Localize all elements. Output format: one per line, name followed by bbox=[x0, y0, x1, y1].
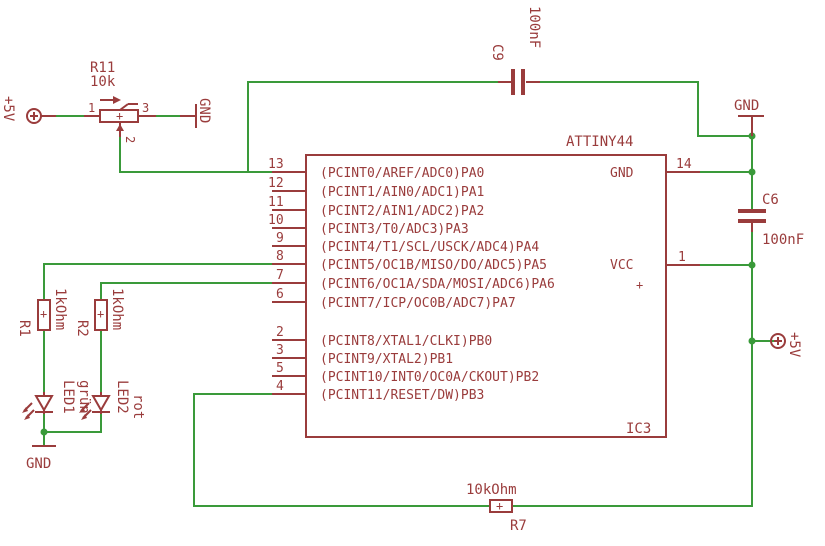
led1-diode: grün LED1 bbox=[22, 380, 92, 420]
svg-text:+: + bbox=[40, 307, 47, 321]
pin-name: (PCINT4/T1/SCL/USCK/ADC4)PA4 bbox=[320, 240, 539, 255]
r11-pin2: 2 bbox=[123, 136, 137, 143]
pin-name: (PCINT9/XTAL2)PB1 bbox=[320, 352, 453, 367]
gnd-symbol-top: GND bbox=[180, 98, 212, 128]
c9-value: 100nF bbox=[526, 6, 542, 48]
pin-number: 8 bbox=[276, 249, 284, 264]
supply-5v-right: +5V bbox=[770, 332, 802, 358]
ic-ref: IC3 bbox=[626, 421, 651, 437]
pin-number: 3 bbox=[276, 343, 284, 358]
pin-name: GND bbox=[610, 166, 634, 181]
pin-number: 4 bbox=[276, 379, 284, 394]
pin-name: (PCINT0/AREF/ADC0)PA0 bbox=[320, 166, 484, 181]
led2-ref: LED2 bbox=[114, 380, 130, 414]
c9-ref: C9 bbox=[489, 44, 505, 61]
svg-text:+: + bbox=[496, 499, 503, 513]
resistor-r1: + 1kOhm R1 bbox=[16, 288, 68, 337]
vcc-left-label: +5V bbox=[0, 96, 16, 122]
resistor-r7: + 10kOhm R7 bbox=[466, 482, 527, 534]
r11-pin1: 1 bbox=[88, 101, 95, 115]
c6-ref: C6 bbox=[762, 192, 779, 208]
pin-name: (PCINT6/OC1A/SDA/MOSI/ADC6)PA6 bbox=[320, 277, 555, 292]
supply-5v-left: +5V bbox=[0, 96, 56, 124]
pin-name: (PCINT10/INT0/OC0A/CKOUT)PB2 bbox=[320, 370, 539, 385]
pin-number: 7 bbox=[276, 268, 284, 283]
gnd-right-label: GND bbox=[734, 98, 759, 114]
pin-number: 9 bbox=[276, 231, 284, 246]
r2-ref: R2 bbox=[74, 320, 90, 337]
c6-value: 100nF bbox=[762, 232, 804, 248]
r11-pin3: 3 bbox=[142, 101, 149, 115]
led2-color: rot bbox=[130, 394, 146, 419]
led2-diode: rot LED2 bbox=[79, 380, 146, 420]
r1-value: 1kOhm bbox=[52, 288, 68, 330]
resistor-r2: + 1kOhm R2 bbox=[74, 288, 125, 337]
pin-number: 14 bbox=[676, 157, 692, 172]
pin-name: VCC bbox=[610, 258, 633, 273]
pin-name: (PCINT7/ICP/OC0B/ADC7)PA7 bbox=[320, 296, 516, 311]
gnd-bottom-label: GND bbox=[26, 456, 51, 472]
pin-name: (PCINT8/XTAL1/CLKI)PB0 bbox=[320, 334, 492, 349]
gnd-symbol-bottom: GND bbox=[26, 445, 56, 472]
capacitor-c9: C9 100nF bbox=[489, 6, 542, 95]
svg-text:+: + bbox=[116, 109, 123, 123]
gnd-symbol-right: GND bbox=[734, 98, 764, 136]
junctions bbox=[40, 132, 756, 436]
r11-ref: R11 bbox=[90, 60, 115, 76]
led1-ref: LED1 bbox=[60, 380, 76, 414]
pin-number: 11 bbox=[268, 195, 284, 210]
pin-name: (PCINT2/AIN1/ADC2)PA2 bbox=[320, 204, 484, 219]
svg-text:+: + bbox=[97, 307, 104, 321]
r7-value: 10kOhm bbox=[466, 482, 517, 498]
pin-number: 10 bbox=[268, 213, 284, 228]
r2-value: 1kOhm bbox=[109, 288, 125, 330]
pin-number: 2 bbox=[276, 325, 284, 340]
ic-type: ATTINY44 bbox=[566, 134, 633, 150]
potentiometer-r11: + R11 10k 1 3 2 bbox=[84, 60, 156, 143]
wires bbox=[40, 81, 778, 507]
pin-number: 12 bbox=[268, 176, 284, 191]
pin-number: 6 bbox=[276, 287, 284, 302]
pin-number: 13 bbox=[268, 157, 284, 172]
gnd-top-label: GND bbox=[196, 98, 212, 123]
capacitor-c6: C6 100nF bbox=[738, 192, 804, 248]
r1-ref: R1 bbox=[16, 320, 32, 337]
pin-name: (PCINT11/RESET/DW)PB3 bbox=[320, 388, 484, 403]
ic-attiny44: ATTINY44 IC3 13 12 11 10 9 8 7 6 2 3 5 4… bbox=[268, 134, 700, 438]
vcc-right-label: +5V bbox=[786, 332, 802, 358]
pin-number: 1 bbox=[678, 250, 686, 265]
pin-name: (PCINT1/AIN0/ADC1)PA1 bbox=[320, 185, 484, 200]
origin-mark: + bbox=[636, 278, 643, 292]
pin-number: 5 bbox=[276, 361, 284, 376]
pin-name: (PCINT5/OC1B/MISO/DO/ADC5)PA5 bbox=[320, 258, 547, 273]
r7-ref: R7 bbox=[510, 518, 527, 534]
r11-value: 10k bbox=[90, 74, 116, 90]
pin-name: (PCINT3/T0/ADC3)PA3 bbox=[320, 222, 469, 237]
